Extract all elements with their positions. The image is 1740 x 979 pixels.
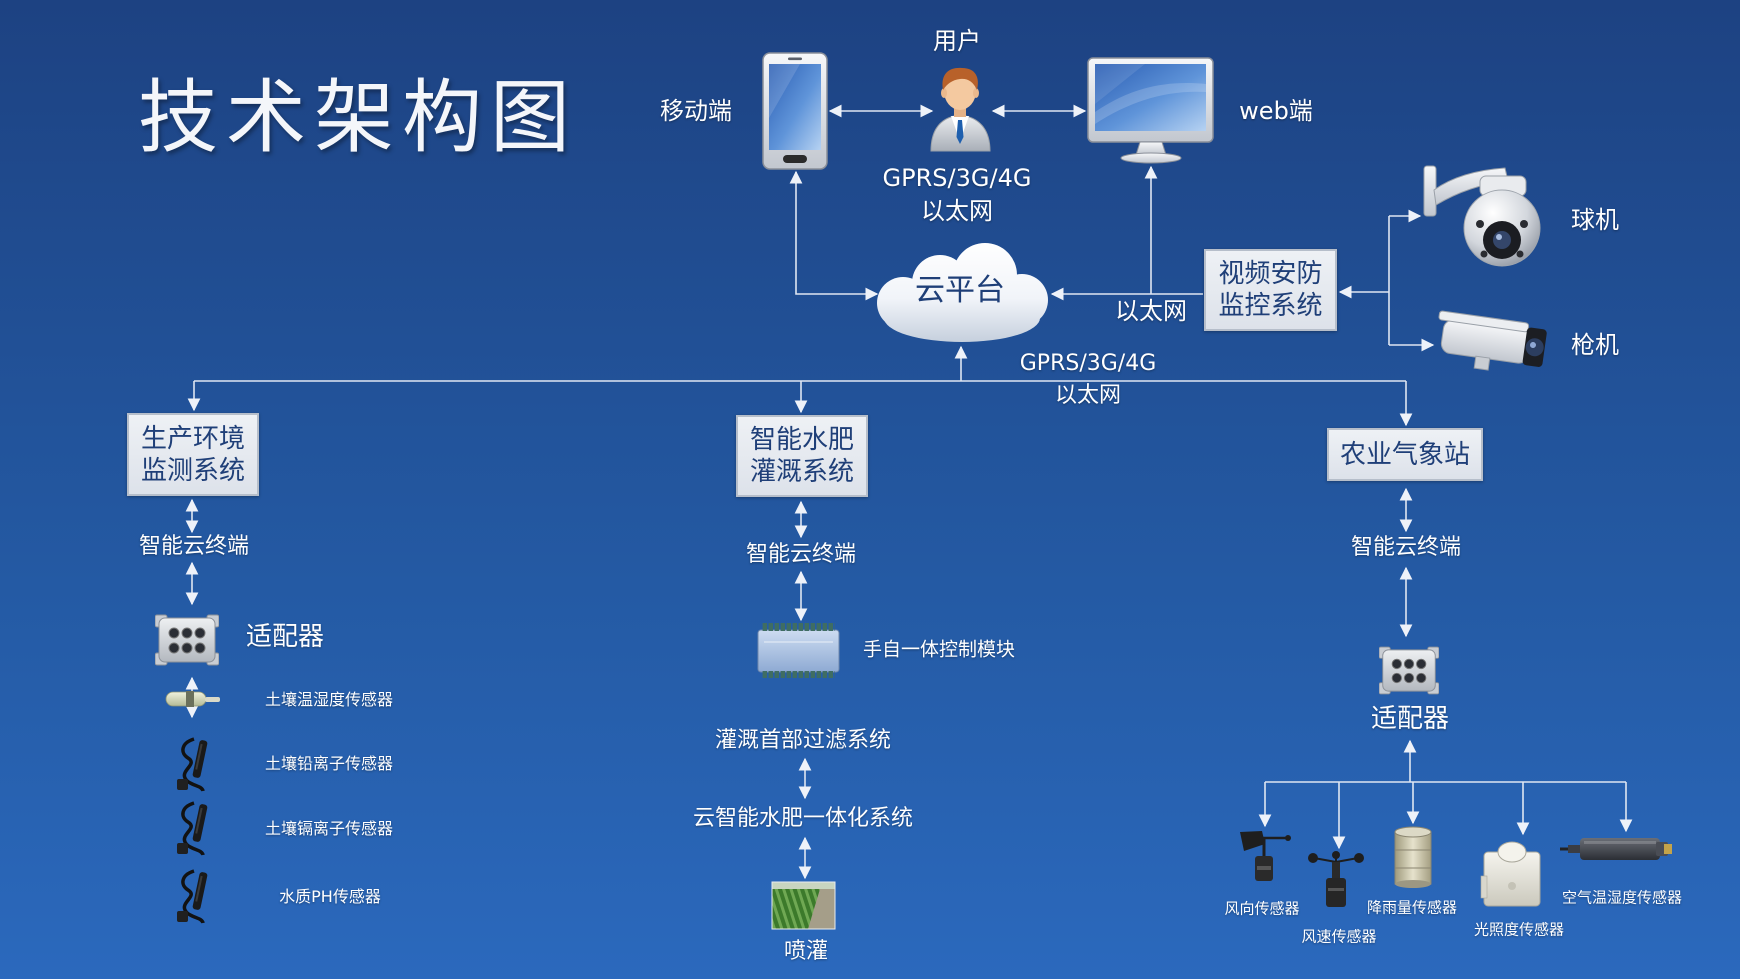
bullet-camera-label: 枪机: [1571, 331, 1619, 359]
sprinkler-label: 喷灌: [783, 939, 829, 964]
user-label: 用户: [933, 27, 981, 55]
weather-sensor-label: 空气温湿度传感器: [1561, 888, 1683, 907]
env-adapter-icon: [155, 614, 219, 666]
lower-link-ethernet: 以太网: [1054, 383, 1122, 408]
video-box-line2: 监控系统: [1218, 291, 1323, 321]
env-sensor-label: 土壤镉离子传感器: [264, 819, 394, 838]
irrigation-box-line1: 智能水肥: [749, 425, 854, 455]
irrigation-terminal-label: 智能云终端: [745, 542, 857, 567]
control-module-label: 手自一体控制模块: [862, 638, 1016, 661]
soil-temp-humidity-probe-icon: [165, 691, 220, 707]
integrated-system-label: 云智能水肥一体化系统: [692, 806, 914, 831]
dome-camera-label: 球机: [1571, 206, 1619, 234]
filter-system-label: 灌溉首部过滤系统: [714, 728, 892, 753]
video-box-line1: 视频安防: [1218, 259, 1323, 289]
light-intensity-sensor-icon: [1480, 841, 1541, 907]
weather-box-label: 农业气象站: [1339, 439, 1470, 470]
lower-link-protocol: GPRS/3G/4G: [1019, 351, 1157, 376]
control-module-icon: [757, 623, 840, 678]
user-avatar-icon: [930, 67, 991, 152]
env-box-line2: 监测系统: [140, 455, 245, 486]
sprinkler-field-photo: [771, 881, 836, 930]
env-adapter-label: 适配器: [245, 622, 325, 652]
weather-adapter-icon: [1379, 646, 1439, 695]
cloud-platform-icon: [877, 243, 1048, 342]
weather-sensor-label: 光照度传感器: [1473, 920, 1565, 939]
irrigation-box-line2: 灌溉系统: [749, 457, 854, 487]
mobile-phone-icon: [762, 52, 828, 170]
env-sensor-label: 水质PH传感器: [279, 887, 381, 906]
bullet-camera-icon: [1438, 310, 1547, 371]
wind-speed-sensor-icon: [1308, 851, 1364, 907]
soil-lead-ion-sensor-icon: [175, 737, 210, 792]
weather-sensor-label: 降雨量传感器: [1366, 898, 1458, 917]
upper-link-protocol: GPRS/3G/4G: [882, 164, 1032, 192]
upper-link-ethernet: 以太网: [921, 197, 993, 225]
connector-phone-cloud: [789, 170, 879, 301]
env-sensor-label: 土壤温湿度传感器: [264, 690, 394, 709]
desktop-monitor-icon: [1087, 57, 1214, 164]
dome-camera-icon: [1423, 165, 1541, 267]
env-sensor-label: 土壤铅离子传感器: [264, 754, 394, 773]
weather-adapter-label: 适配器: [1370, 704, 1450, 734]
irrigation-system-box: 智能水肥 灌溉系统: [736, 415, 868, 497]
weather-sensor-label: 风向传感器: [1224, 899, 1300, 918]
mobile-label: 移动端: [660, 97, 732, 125]
rainfall-sensor-icon: [1394, 826, 1432, 888]
env-monitoring-box: 生产环境 监测系统: [127, 413, 259, 496]
ethernet-label: 以太网: [1115, 297, 1187, 325]
wind-direction-sensor-icon: [1240, 831, 1291, 881]
web-label: web端: [1239, 97, 1313, 125]
weather-terminal-label: 智能云终端: [1350, 535, 1462, 560]
video-surveillance-box: 视频安防 监控系统: [1204, 249, 1337, 331]
water-ph-sensor-icon: [175, 869, 210, 924]
weather-sensor-label: 风速传感器: [1301, 927, 1377, 946]
weather-station-box: 农业气象站: [1327, 428, 1483, 481]
cloud-platform-label: 云平台: [915, 273, 1005, 308]
diagram-title: 技术架构图: [138, 71, 578, 164]
env-terminal-label: 智能云终端: [138, 534, 250, 559]
env-box-line1: 生产环境: [140, 423, 245, 454]
soil-cadmium-ion-sensor-icon: [175, 801, 210, 856]
air-temp-humidity-sensor-icon: [1560, 838, 1672, 860]
